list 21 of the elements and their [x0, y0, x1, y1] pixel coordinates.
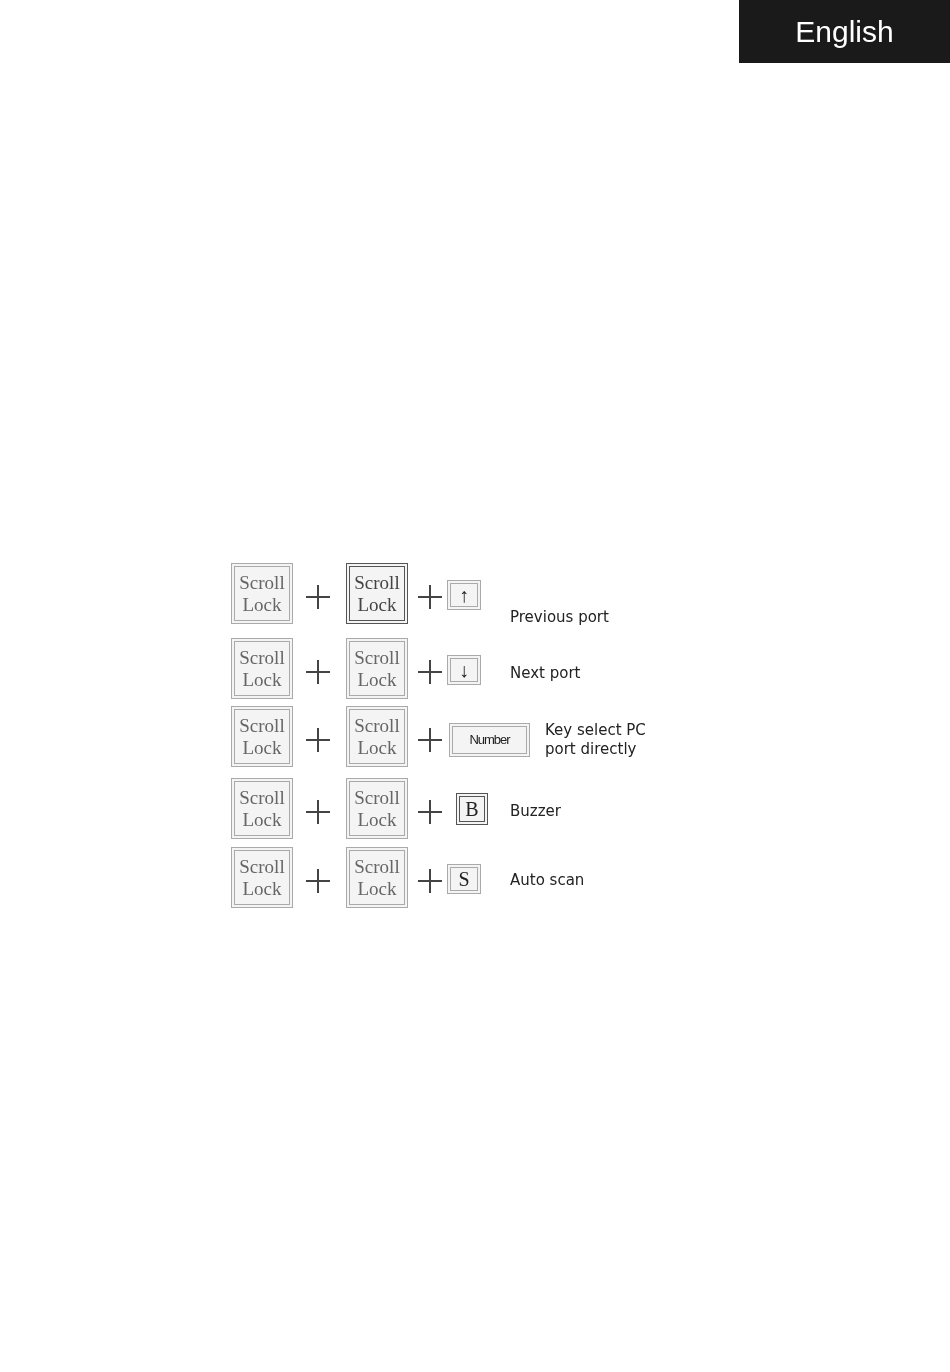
keyboard-key: Scroll Lock: [231, 847, 293, 908]
keyboard-key: Scroll Lock: [231, 638, 293, 699]
keyboard-key: B: [456, 793, 488, 825]
keyboard-key: Scroll Lock: [346, 563, 408, 624]
keyboard-key: Scroll Lock: [346, 847, 408, 908]
keyboard-key: Scroll Lock: [346, 706, 408, 767]
keyboard-key: ↓: [447, 655, 481, 685]
keyboard-key: Scroll Lock: [231, 706, 293, 767]
language-tab: English: [739, 0, 950, 63]
shortcut-description: Auto scan: [510, 871, 585, 890]
keyboard-key: Scroll Lock: [346, 778, 408, 839]
keyboard-key: S: [447, 864, 481, 894]
shortcut-description: Next port: [510, 664, 581, 683]
shortcut-description: Buzzer: [510, 802, 561, 821]
shortcut-description: Key select PC port directly: [545, 721, 647, 759]
keyboard-key: Scroll Lock: [346, 638, 408, 699]
keyboard-key: Scroll Lock: [231, 563, 293, 624]
keyboard-key: Scroll Lock: [231, 778, 293, 839]
shortcut-description: Previous port: [510, 608, 609, 627]
keyboard-key: ↑: [447, 580, 481, 610]
keyboard-key: Number: [449, 723, 530, 757]
